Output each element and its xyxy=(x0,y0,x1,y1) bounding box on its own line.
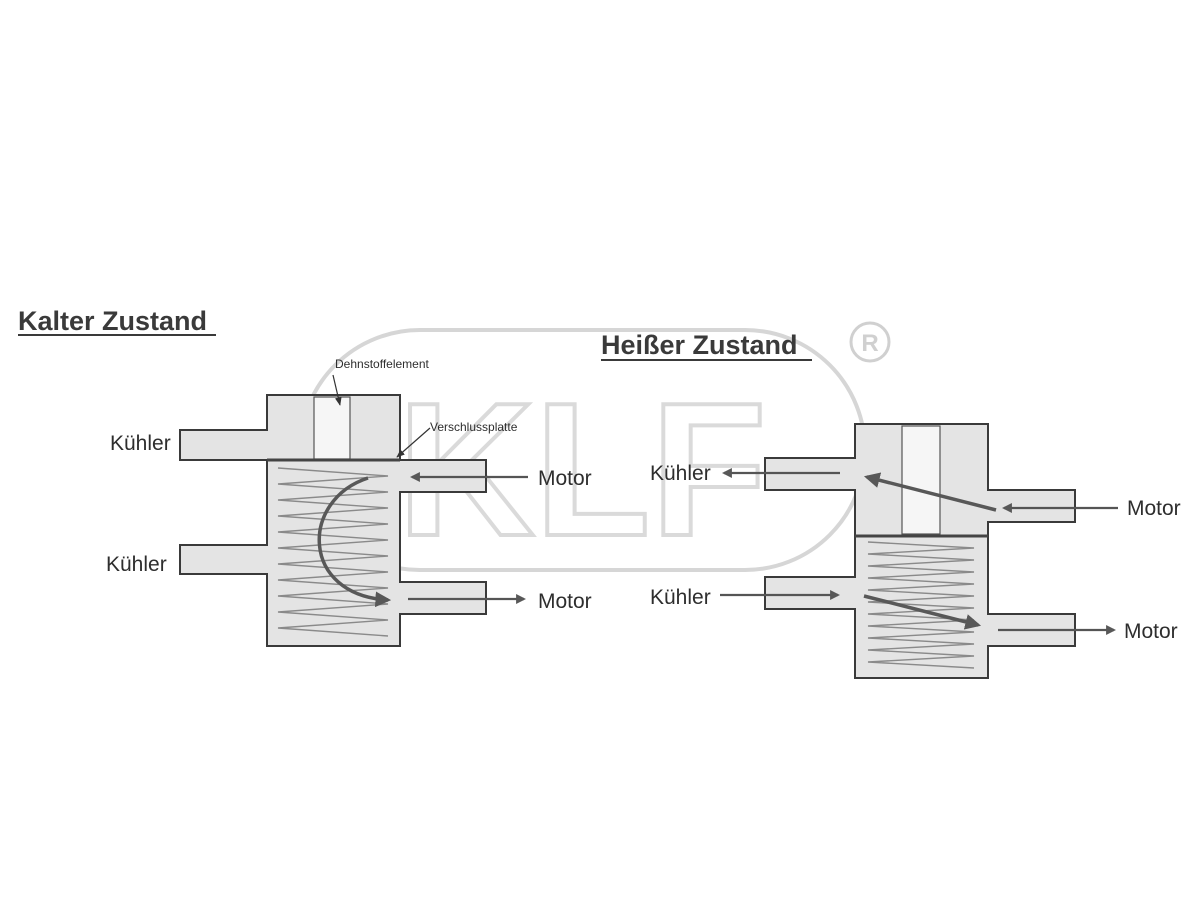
cold-closing-plate-pointer xyxy=(396,427,431,458)
cold-label-engine-bottom: Motor xyxy=(538,590,592,613)
hot-label-radiator-top: Kühler xyxy=(650,462,711,485)
cold-label-engine-top: Motor xyxy=(538,467,592,490)
registered-mark-circle xyxy=(849,321,891,363)
cold-label-radiator-bottom: Kühler xyxy=(106,553,167,576)
cold-wax-element xyxy=(313,396,351,460)
hot-label-engine-bottom: Motor xyxy=(1124,620,1178,643)
hot-label-radiator-bottom: Kühler xyxy=(650,586,711,609)
cold-wax-element-pointer xyxy=(332,374,342,406)
cold-label-closing-plate: Verschlussplatte xyxy=(430,420,518,434)
cold-spring xyxy=(277,467,389,637)
cold-state-diagram: Kalter Zustand Dehnstoffelement Verschlu… xyxy=(18,306,592,647)
hot-spring xyxy=(867,541,975,669)
hot-title: Heißer Zustand xyxy=(601,330,798,360)
hot-label-engine-top: Motor xyxy=(1127,497,1181,520)
hot-state-diagram: Heißer Zustand Kühler Kühler Motor Motor xyxy=(601,330,1181,679)
hot-return-flow-arrow xyxy=(863,594,982,630)
registered-mark: R xyxy=(861,330,878,357)
cold-bypass-flow-arrow xyxy=(317,476,392,608)
cold-label-wax-element: Dehnstoffelement xyxy=(335,357,430,371)
hot-wax-element xyxy=(901,425,941,535)
cold-label-radiator-top: Kühler xyxy=(110,432,171,455)
hot-through-flow-arrow xyxy=(863,472,997,512)
cold-title: Kalter Zustand xyxy=(18,306,207,336)
